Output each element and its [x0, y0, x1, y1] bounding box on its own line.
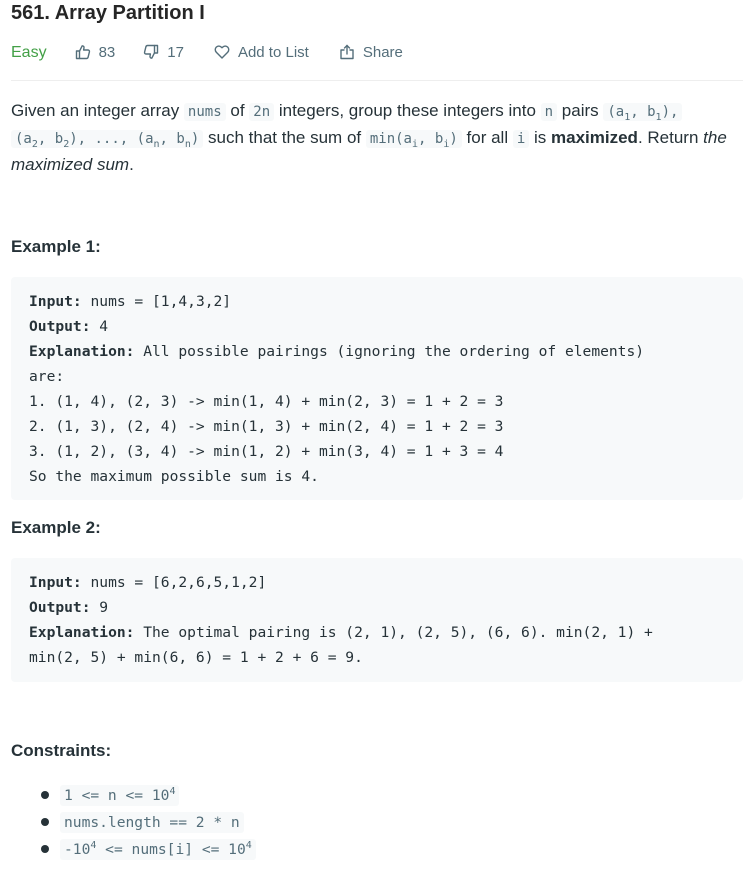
like-button[interactable]: 83	[75, 43, 116, 61]
subscript: 2	[63, 138, 70, 150]
thumbs-up-icon	[75, 44, 91, 60]
code-fragment: <= nums[i] <= 10	[96, 841, 246, 858]
code-value: 9	[90, 599, 109, 616]
difficulty-label: Easy	[11, 44, 47, 61]
share-button[interactable]: Share	[339, 44, 403, 61]
code-fragment: )	[449, 131, 458, 147]
emphasis-bold: maximized	[551, 128, 638, 147]
code-line: 1. (1, 4), (2, 3) -> min(1, 4) + min(2, …	[29, 393, 504, 410]
desc-text: integers, group these integers into	[274, 101, 541, 120]
desc-text: for all	[461, 128, 513, 147]
constraint-code: -104 <= nums[i] <= 104	[60, 839, 256, 860]
subscript: n	[153, 138, 160, 150]
code-fragment: min(a	[369, 131, 412, 147]
superscript: 4	[90, 840, 97, 852]
code-key: Explanation:	[29, 624, 135, 641]
code-value: The optimal pairing is (2, 1), (2, 5), (…	[134, 624, 653, 641]
emphasis-italic: the maximized sum	[11, 128, 727, 174]
add-to-list-label: Add to List	[237, 43, 309, 61]
code-fragment: , b	[630, 104, 656, 120]
code-fragment: ),	[661, 104, 679, 120]
inline-code-min: min(ai, bi)	[365, 130, 462, 150]
dislike-count: 17	[167, 43, 184, 61]
inline-code-pair-1: (a1, b1),	[603, 103, 683, 123]
desc-text: such that the sum of	[203, 128, 366, 147]
like-count: 83	[98, 43, 116, 61]
code-key: Output:	[29, 318, 91, 335]
code-fragment: (a	[607, 104, 625, 120]
desc-text: .	[129, 155, 134, 174]
thumbs-down-icon	[143, 44, 159, 60]
desc-text: of	[225, 101, 250, 120]
problem-title: 561. Array Partition I	[11, 2, 205, 24]
code-value: 4	[90, 318, 109, 335]
code-fragment: , b	[418, 131, 444, 147]
code-key: Input:	[29, 293, 82, 310]
code-value: nums = [6,2,6,5,1,2]	[81, 574, 267, 591]
heart-icon	[214, 44, 230, 60]
code-fragment: , b	[37, 131, 64, 147]
inline-code: n	[540, 103, 558, 121]
desc-text: pairs	[557, 101, 604, 120]
constraint-item: 1 <= n <= 104	[41, 782, 256, 809]
example-2-block: Input: nums = [6,2,6,5,1,2] Output: 9 Ex…	[11, 558, 743, 682]
subscript: 1	[655, 111, 662, 123]
superscript: 4	[245, 840, 252, 852]
share-icon	[339, 44, 355, 60]
add-to-list-button[interactable]: Add to List	[214, 44, 309, 61]
superscript: 4	[169, 786, 176, 798]
share-label: Share	[362, 43, 403, 61]
code-line: min(2, 5) + min(6, 6) = 1 + 2 + 6 = 9.	[29, 649, 363, 666]
code-value: All possible pairings (ignoring the orde…	[134, 343, 645, 360]
code-key: Explanation:	[29, 343, 135, 360]
code-line: are:	[29, 368, 65, 385]
desc-text: is	[529, 128, 551, 147]
code-line: 2. (1, 3), (2, 4) -> min(1, 3) + min(2, …	[29, 418, 504, 435]
inline-code: i	[512, 130, 530, 148]
code-line: So the maximum possible sum is 4.	[29, 468, 319, 485]
constraint-code: nums.length == 2 * n	[60, 812, 244, 833]
constraint-item: nums.length == 2 * n	[41, 809, 256, 836]
problem-description: Given an integer array nums of 2n intege…	[11, 98, 746, 178]
inline-code: nums	[183, 103, 226, 121]
constraints-heading: Constraints:	[11, 741, 112, 760]
subscript: 2	[31, 138, 38, 150]
example-1-heading: Example 1:	[11, 237, 101, 256]
code-fragment: -10	[64, 841, 91, 858]
code-fragment: (a	[15, 131, 32, 147]
inline-code: 2n	[249, 103, 275, 121]
desc-text: Given an integer array	[11, 101, 184, 120]
constraints-list: 1 <= n <= 104 nums.length == 2 * n -104 …	[41, 782, 256, 863]
example-1-block: Input: nums = [1,4,3,2] Output: 4 Explan…	[11, 277, 743, 500]
subscript: 1	[624, 111, 631, 123]
subscript: i	[412, 138, 419, 150]
subscript: n	[184, 138, 191, 150]
problem-meta-row: Easy 83 17	[11, 40, 403, 64]
example-2-heading: Example 2:	[11, 518, 101, 537]
subscript: i	[443, 138, 450, 150]
code-value: nums = [1,4,3,2]	[81, 293, 232, 310]
desc-text: . Return	[637, 128, 704, 147]
header-divider	[11, 80, 743, 81]
code-fragment: 1 <= n <= 10	[64, 787, 170, 804]
code-line: 3. (1, 2), (3, 4) -> min(1, 2) + min(3, …	[29, 443, 504, 460]
inline-code-pairs-rest: (a2, b2), ..., (an, bn)	[11, 130, 204, 150]
code-fragment: , b	[159, 131, 185, 147]
code-key: Input:	[29, 574, 82, 591]
constraint-code: 1 <= n <= 104	[60, 785, 180, 806]
constraint-item: -104 <= nums[i] <= 104	[41, 836, 256, 863]
code-key: Output:	[29, 599, 91, 616]
code-fragment: )	[190, 131, 200, 147]
dislike-button[interactable]: 17	[143, 44, 184, 61]
code-fragment: ), ..., (a	[69, 131, 154, 147]
